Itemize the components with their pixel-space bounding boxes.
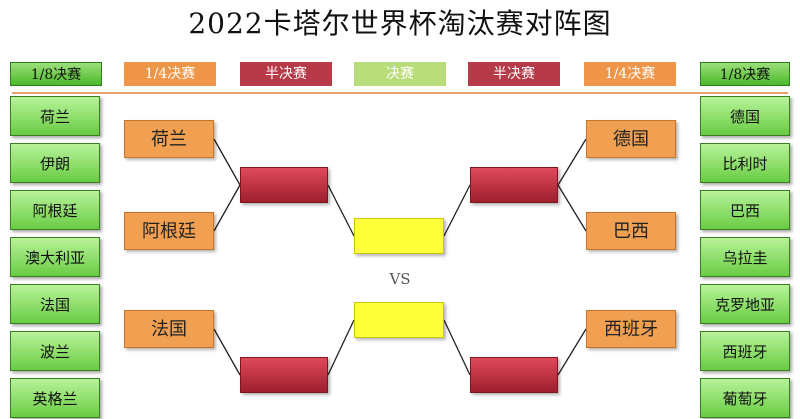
connector-line [557,328,587,376]
header-right-round-of-16: 1/8决赛 [700,62,790,86]
left-qf-team: 荷兰 [124,120,214,158]
left-r16-team: 伊朗 [10,143,100,183]
right-qf-team: 西班牙 [586,310,676,348]
header-divider [12,92,788,94]
left-r16-team: 阿根廷 [10,190,100,230]
right-semifinal-slot [470,357,558,393]
left-semifinal-slot [240,357,328,393]
right-semifinal-slot [470,167,558,203]
final-slot-bottom [354,302,444,338]
right-r16-team: 巴西 [700,190,790,230]
left-r16-team: 澳大利亚 [10,237,100,277]
header-final: 决赛 [354,62,446,86]
connector-line [443,184,471,237]
connector-line [327,184,355,237]
left-qf-team: 阿根廷 [124,212,214,250]
header-right-quarterfinal: 1/4决赛 [584,62,676,86]
connector-line [557,184,587,232]
left-qf-team: 法国 [124,310,214,348]
right-r16-team: 葡萄牙 [700,378,790,418]
left-r16-team: 荷兰 [10,96,100,136]
left-r16-team: 英格兰 [10,378,100,418]
right-r16-team: 克罗地亚 [700,284,790,324]
header-right-semifinal: 半决赛 [468,62,560,86]
right-r16-team: 乌拉圭 [700,237,790,277]
page-title: 2022卡塔尔世界杯淘汰赛对阵图 [188,7,612,40]
right-r16-team: 西班牙 [700,331,790,371]
right-r16-team: 比利时 [700,143,790,183]
header-left-semifinal: 半决赛 [240,62,332,86]
connector-line [213,184,241,232]
header-left-quarterfinal: 1/4决赛 [124,62,216,86]
connector-line [213,328,241,376]
left-r16-team: 法国 [10,284,100,324]
connector-line [327,319,355,376]
connector-line [213,138,241,186]
right-qf-team: 巴西 [586,212,676,250]
header-left-round-of-16: 1/8决赛 [10,62,102,86]
final-slot-top [354,218,444,254]
left-r16-team: 波兰 [10,331,100,371]
left-semifinal-slot [240,167,328,203]
bracket-lines [213,138,587,376]
right-r16-team: 德国 [700,96,790,136]
connector-line [557,138,587,186]
connector-line [443,319,471,376]
vs-label: VS [389,270,411,288]
right-qf-team: 德国 [586,120,676,158]
